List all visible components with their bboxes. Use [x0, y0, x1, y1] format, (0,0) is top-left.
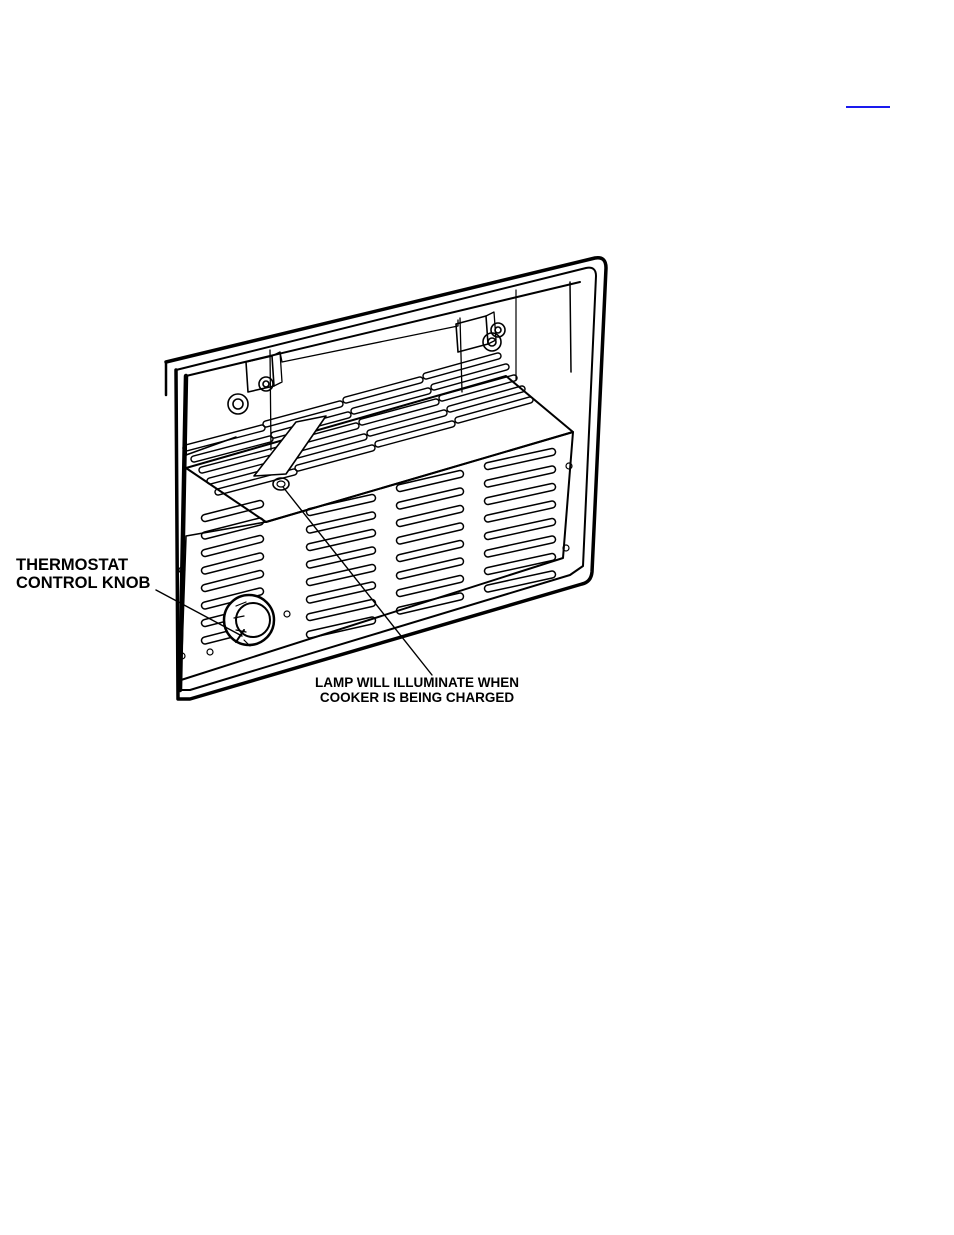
- vent-slot: [305, 493, 377, 517]
- vent-slot: [395, 539, 465, 563]
- lamp-label: LAMP WILL ILLUMINATE WHEN COOKER IS BEIN…: [300, 675, 534, 705]
- vent-slot: [270, 411, 352, 439]
- vent-slot: [182, 424, 266, 452]
- vent-slot: [483, 552, 557, 576]
- vent-slots-front: [200, 447, 557, 645]
- vent-slot: [294, 444, 376, 472]
- vent-slot: [366, 409, 448, 437]
- mounting-bracket-left: [245, 351, 283, 393]
- vent-slot: [483, 517, 557, 541]
- screw-icon: [227, 322, 506, 415]
- lamp-leader-line: [282, 486, 433, 676]
- thermostat-knob-icon: [222, 593, 276, 647]
- vent-slot: [395, 487, 465, 510]
- lamp-flap: [253, 415, 327, 491]
- vent-slot: [305, 598, 377, 622]
- vent-slot: [430, 363, 510, 391]
- vent-slot: [305, 511, 377, 534]
- thermostat-label: THERMOSTAT CONTROL KNOB: [16, 556, 150, 593]
- vent-slot: [200, 534, 265, 558]
- thermostat-leader-line: [155, 589, 243, 637]
- vent-slot: [395, 574, 465, 598]
- thermostat-label-line2: CONTROL KNOB: [16, 574, 151, 593]
- vent-slot: [342, 376, 424, 404]
- thermostat-label-line1: THERMOSTAT: [16, 556, 129, 574]
- vent-slot: [305, 616, 377, 639]
- vent-slot: [483, 447, 557, 471]
- vent-slot: [200, 517, 265, 540]
- vent-slot: [446, 385, 526, 413]
- vent-slot: [200, 569, 265, 593]
- vent-slot: [190, 435, 274, 463]
- lamp-label-line1: LAMP WILL ILLUMINATE WHEN: [315, 675, 519, 690]
- vent-slot: [200, 552, 265, 575]
- vent-slot: [483, 500, 557, 523]
- cooker-box: [177, 375, 574, 691]
- vent-slot: [305, 581, 377, 604]
- vent-slot: [200, 499, 265, 523]
- page-link[interactable]: [846, 92, 890, 108]
- vent-slot: [305, 528, 377, 552]
- vent-slot: [395, 504, 465, 528]
- vent-slot: [214, 468, 298, 496]
- vent-slot: [483, 465, 557, 488]
- vent-slot: [395, 522, 465, 545]
- vent-slots-top: [182, 352, 534, 496]
- vent-slot: [358, 398, 440, 426]
- vent-slot: [454, 396, 534, 424]
- vent-slot: [483, 482, 557, 506]
- vent-slot: [350, 387, 432, 415]
- vent-slot: [395, 469, 465, 493]
- vent-slot: [305, 546, 377, 569]
- vent-slot: [262, 400, 344, 428]
- vent-slot: [305, 563, 377, 587]
- vent-slot: [200, 587, 265, 610]
- vent-slot: [483, 570, 557, 593]
- vent-slot: [438, 374, 518, 402]
- vent-slot: [483, 535, 557, 558]
- vent-slot: [374, 420, 456, 448]
- vent-slot: [422, 352, 502, 380]
- vent-slot: [395, 592, 465, 615]
- rivet-icon: [178, 462, 573, 660]
- lamp-label-line2: COOKER IS BEING CHARGED: [319, 690, 515, 706]
- vent-slot: [395, 557, 465, 580]
